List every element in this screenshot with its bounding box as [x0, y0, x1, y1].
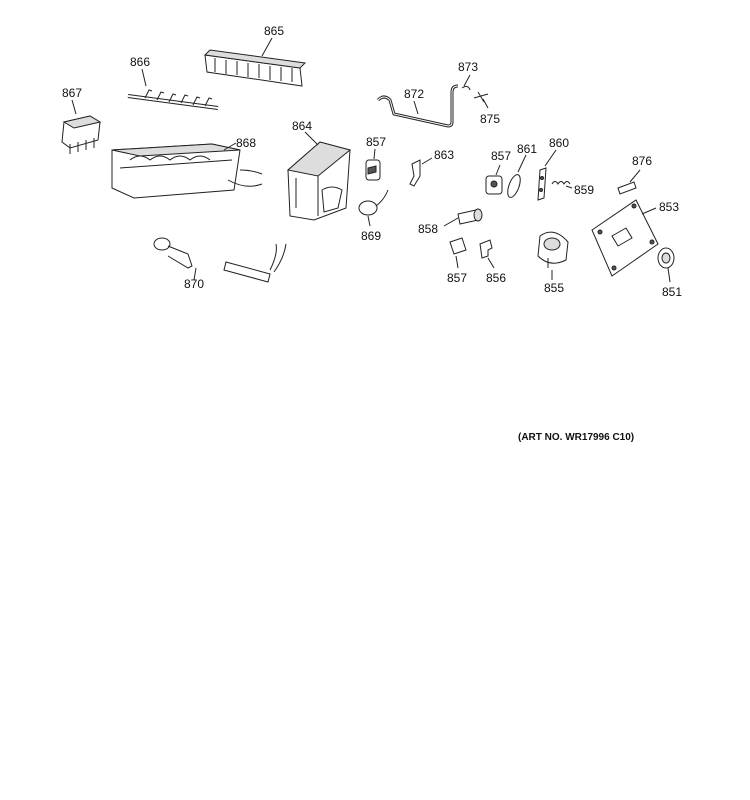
part-870-drawing	[153, 237, 287, 283]
part-866-drawing	[127, 68, 219, 110]
label-875: 875	[480, 112, 500, 126]
part-856-drawing	[479, 239, 495, 269]
part-864-drawing	[286, 131, 352, 221]
label-853: 853	[659, 200, 679, 214]
part-872-drawing	[376, 84, 459, 128]
label-864: 864	[292, 119, 312, 133]
part-869-drawing	[358, 189, 389, 227]
label-857: 857	[366, 135, 386, 149]
part-857a-drawing	[365, 148, 381, 181]
label-866: 866	[130, 55, 150, 69]
label-870: 870	[184, 277, 204, 291]
part-868-drawing	[111, 142, 263, 199]
part-863-drawing	[409, 157, 433, 187]
part-855-drawing	[537, 231, 569, 280]
label-873: 873	[458, 60, 478, 74]
label-855: 855	[544, 281, 564, 295]
label-869: 869	[361, 229, 381, 243]
label-859: 859	[574, 183, 594, 197]
label-858: 858	[418, 222, 438, 236]
label-876: 876	[632, 154, 652, 168]
art-number: (ART NO. WR17996 C10)	[518, 432, 634, 443]
label-851: 851	[662, 285, 682, 299]
part-857c-drawing	[449, 237, 467, 269]
part-851-drawing	[657, 247, 675, 283]
label-860: 860	[549, 136, 569, 150]
label-857: 857	[491, 149, 511, 163]
label-857: 857	[447, 271, 467, 285]
part-857b-drawing	[485, 164, 503, 195]
part-858-drawing	[443, 208, 483, 227]
label-856: 856	[486, 271, 506, 285]
part-860-drawing	[537, 149, 557, 201]
label-863: 863	[434, 148, 454, 162]
part-861-drawing	[507, 154, 527, 198]
part-865-drawing	[203, 37, 307, 87]
label-868: 868	[236, 136, 256, 150]
label-872: 872	[404, 87, 424, 101]
part-876-drawing	[617, 169, 641, 195]
label-865: 865	[264, 24, 284, 38]
part-873-875-drawing	[461, 74, 489, 109]
part-859-drawing	[551, 181, 573, 189]
part-867-drawing	[61, 99, 102, 154]
label-867: 867	[62, 86, 82, 100]
label-861: 861	[517, 142, 537, 156]
part-853-drawing	[591, 199, 659, 277]
